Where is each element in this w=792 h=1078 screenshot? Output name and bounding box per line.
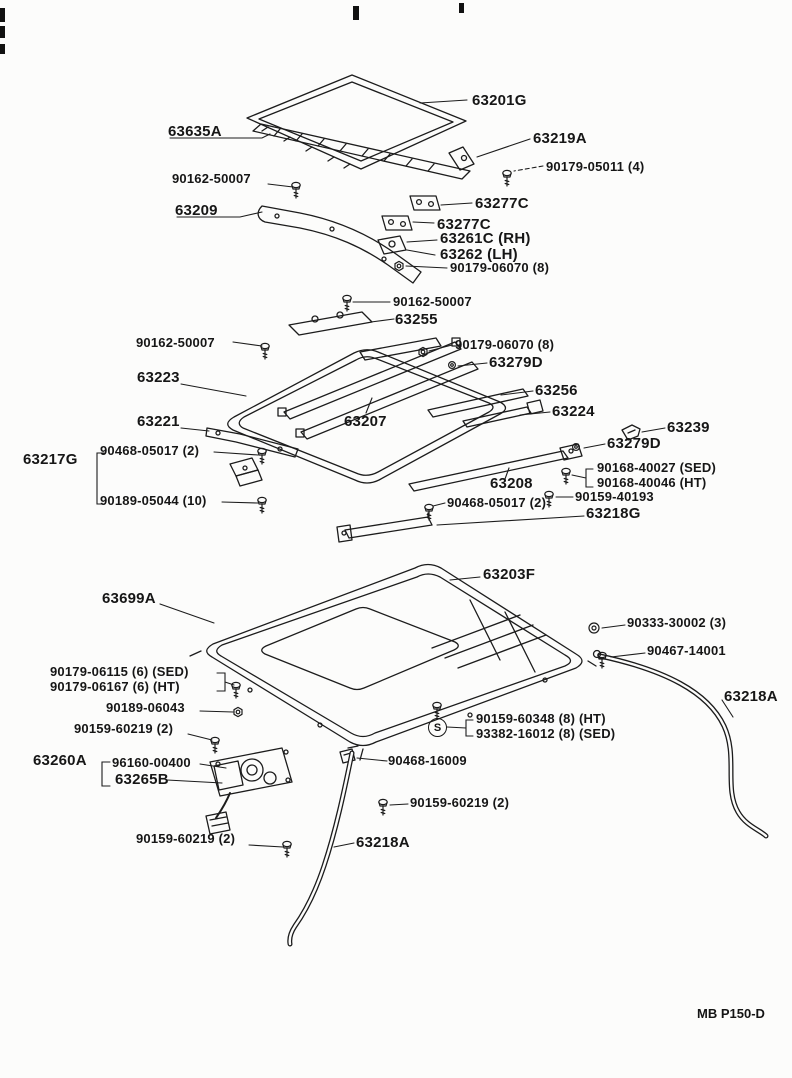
part-label-63277c-1: 63277C (475, 195, 529, 212)
part-label-90162-50007-3: 90162-50007 (136, 335, 215, 350)
rail-63208-shape (408, 443, 583, 492)
part-label-63699a: 63699A (102, 590, 156, 607)
part-label-63265b: 63265B (115, 771, 169, 788)
leader-lines (96, 99, 734, 848)
part-label-63277c-2: 63277C (437, 216, 491, 233)
part-label-90168-40046: 90168-40046 (HT) (597, 475, 707, 490)
part-label-90179-06167: 90179-06167 (6) (HT) (50, 679, 180, 694)
part-label-90467-14001: 90467-14001 (647, 643, 726, 658)
part-label-90159-60219-3: 90159-60219 (2) (136, 831, 236, 846)
part-label-63221: 63221 (137, 413, 180, 430)
bracket-63219a-shape (448, 146, 475, 171)
part-label-90159-60348: 90159-60348 (8) (HT) (476, 711, 606, 726)
part-label-90159-60219-1: 90159-60219 (2) (74, 721, 174, 736)
bracket-63217g-shape (229, 457, 263, 487)
part-label-90168-40027: 90168-40027 (SED) (597, 460, 717, 475)
part-label-63279d-1: 63279D (489, 354, 543, 371)
part-label-90468-05017-2: 90468-05017 (2) (447, 495, 547, 510)
part-label-63218a-right: 63218A (724, 688, 778, 705)
part-label-63203f: 63203F (483, 566, 536, 583)
plates-63277c-shape (381, 195, 441, 231)
weatherstrip-63223-shape (227, 349, 507, 484)
part-label-90159-60219-2: 90159-60219 (2) (410, 795, 510, 810)
part-label-63261c: 63261C (RH) (440, 230, 531, 247)
frame-63209-shape (257, 205, 422, 284)
part-label-63224: 63224 (552, 403, 595, 420)
part-label-93382-16012: 93382-16012 (8) (SED) (476, 726, 616, 741)
bracket-63261c-shape (377, 235, 407, 255)
part-label-63256: 63256 (535, 382, 578, 399)
part-label-90333-30002: 90333-30002 (3) (627, 615, 727, 630)
guide-63218g-shape (336, 512, 433, 543)
hose-63218a-right-shape (592, 649, 769, 839)
part-label-63218a-bottom: 63218A (356, 834, 410, 851)
standard-part-symbol: S (428, 718, 447, 737)
part-label-63262: 63262 (LH) (440, 246, 518, 263)
part-label-63218g: 63218G (586, 505, 641, 522)
part-label-63260a: 63260A (33, 752, 87, 769)
part-label-90179-06070-2: 90179-06070 (8) (455, 337, 555, 352)
scan-marks (0, 3, 464, 54)
part-label-90179-06070-1: 90179-06070 (8) (450, 260, 550, 275)
part-label-63635a: 63635A (168, 123, 222, 140)
part-label-90179-06115: 90179-06115 (6) (SED) (50, 664, 189, 679)
part-label-90468-16009: 90468-16009 (388, 753, 467, 768)
clip-63239-shape (621, 424, 641, 441)
part-label-90179-05011: 90179-05011 (4) (546, 159, 645, 174)
part-label-90189-05044: 90189-05044 (10) (100, 493, 207, 508)
housing-63203f-shape (189, 563, 597, 761)
part-label-90162-50007-1: 90162-50007 (172, 171, 251, 186)
part-label-90468-05017-1: 90468-05017 (2) (100, 443, 200, 458)
part-label-63207: 63207 (344, 413, 387, 430)
part-label-63255: 63255 (395, 311, 438, 328)
part-label-63279d-2: 63279D (607, 435, 661, 452)
rails-63207-shape (277, 337, 479, 440)
part-label-90159-40193: 90159-40193 (575, 489, 654, 504)
part-label-63223: 63223 (137, 369, 180, 386)
page-code: MB P150-D (697, 1006, 765, 1021)
part-label-63217g: 63217G (23, 451, 78, 468)
hose-63218a-bottom-shape (287, 745, 359, 947)
part-label-63208: 63208 (490, 475, 533, 492)
part-label-90189-06043: 90189-06043 (106, 700, 185, 715)
part-label-63239: 63239 (667, 419, 710, 436)
part-label-96160-00400: 96160-00400 (112, 755, 191, 770)
motor-63260a-shape (205, 747, 293, 835)
rail-63256-shape (205, 388, 544, 458)
part-label-63209: 63209 (175, 202, 218, 219)
rail-63635a-shape (252, 123, 471, 180)
part-label-90162-50007-2: 90162-50007 (393, 294, 472, 309)
part-label-63219a: 63219A (533, 130, 587, 147)
part-label-63201g: 63201G (472, 92, 527, 109)
